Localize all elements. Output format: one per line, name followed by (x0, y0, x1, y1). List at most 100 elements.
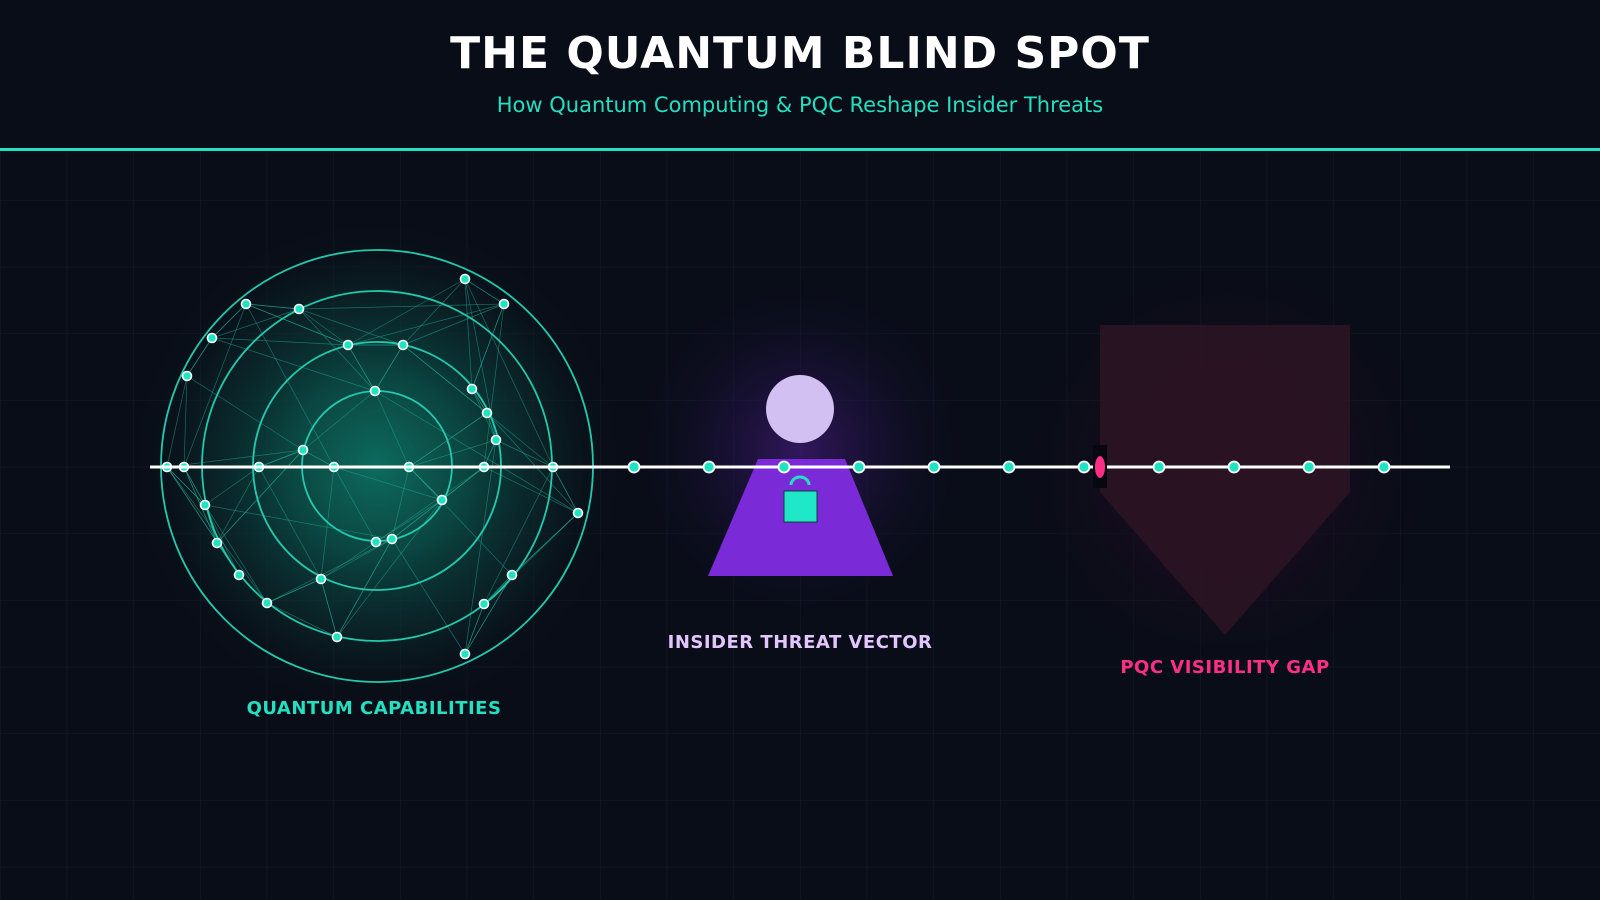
quantum-node (240, 298, 252, 310)
quantum-link (266, 538, 393, 604)
quantum-link (333, 466, 443, 501)
quantum-link (298, 308, 349, 346)
timeline-node (1152, 460, 1166, 474)
quantum-link (464, 603, 485, 655)
quantum-node (386, 533, 398, 545)
quantum-link (320, 541, 377, 580)
quantum-node (459, 273, 471, 285)
person-icon (708, 375, 893, 576)
page-title: THE QUANTUM BLIND SPOT (450, 28, 1150, 79)
quantum-link (402, 278, 466, 346)
quantum-node (466, 383, 478, 395)
quantum-link (302, 449, 335, 468)
quantum-link (402, 344, 554, 468)
timeline-node (1227, 460, 1241, 474)
quantum-link (408, 439, 497, 468)
quantum-node (436, 494, 448, 506)
quantum-node (490, 434, 502, 446)
quantum-link (471, 303, 505, 390)
quantum-link (258, 466, 322, 580)
quantum-link (186, 337, 213, 377)
timeline-node (627, 460, 641, 474)
quantum-link (483, 466, 554, 605)
quantum-node (293, 303, 305, 315)
quantum-link (486, 412, 579, 514)
timeline-node (927, 460, 941, 474)
insider-head (766, 375, 834, 443)
quantum-node (342, 339, 354, 351)
quantum-node (206, 332, 218, 344)
quantum-link (552, 466, 579, 514)
quantum-link (186, 375, 304, 451)
quantum-link (320, 538, 393, 580)
quantum-link (166, 449, 304, 468)
timeline-node (852, 460, 866, 474)
quantum-link (204, 504, 393, 540)
quantum-link (204, 466, 260, 506)
visibility-gap-icon (1093, 445, 1107, 488)
quantum-node (572, 507, 584, 519)
quantum-node (233, 569, 245, 581)
timeline-nodes-overlay (702, 460, 866, 474)
quantum-link (347, 303, 505, 346)
quantum-link (302, 390, 376, 451)
quantum-node (369, 385, 381, 397)
pqc-gap-label: PQC VISIBILITY GAP (1120, 657, 1330, 678)
timeline-node (1002, 460, 1016, 474)
quantum-link (336, 499, 443, 638)
quantum-link (266, 602, 338, 638)
quantum-link (336, 538, 393, 638)
quantum-link (464, 574, 513, 655)
insider-threat-label: INSIDER THREAT VECTOR (667, 632, 933, 653)
quantum-link (374, 390, 410, 468)
timeline-nodes (627, 460, 1391, 474)
quantum-node (261, 597, 273, 609)
quantum-link (441, 466, 485, 501)
quantum-node (297, 444, 309, 456)
quantum-link (375, 499, 443, 543)
quantum-link (347, 344, 376, 392)
quantum-link (166, 466, 206, 506)
quantum-link (298, 308, 404, 346)
quantum-node (370, 536, 382, 548)
quantum-link (211, 337, 349, 346)
quantum-link (347, 278, 466, 346)
quantum-node (315, 573, 327, 585)
quantum-link (245, 303, 335, 468)
padlock-icon (783, 475, 818, 523)
quantum-capabilities-label: QUANTUM CAPABILITIES (246, 698, 502, 719)
quantum-link (464, 439, 497, 655)
quantum-link (183, 466, 206, 506)
quantum-node (478, 598, 490, 610)
quantum-node (331, 631, 343, 643)
quantum-node (199, 499, 211, 511)
quantum-link (211, 337, 376, 392)
quantum-link (375, 466, 485, 543)
quantum-link (216, 466, 260, 544)
quantum-link (391, 538, 466, 655)
quantum-link (374, 390, 579, 514)
quantum-link (211, 303, 247, 339)
quantum-node (459, 648, 471, 660)
quantum-link (402, 303, 505, 346)
quantum-network-nodes (161, 273, 584, 660)
quantum-link (320, 578, 338, 638)
quantum-link (166, 375, 188, 468)
header-divider (0, 148, 1600, 151)
quantum-node (181, 370, 193, 382)
quantum-link (245, 303, 349, 346)
insider-glow (625, 275, 975, 625)
shield-icon (1100, 325, 1350, 635)
header: THE QUANTUM BLIND SPOT How Quantum Compu… (0, 0, 1600, 150)
timeline-node (777, 460, 791, 474)
quantum-link (333, 466, 377, 543)
quantum-node (481, 407, 493, 419)
quantum-link (464, 278, 505, 305)
timeline-node (702, 460, 716, 474)
quantum-link (483, 466, 579, 514)
timeline-node (1077, 460, 1091, 474)
quantum-link (298, 308, 376, 392)
quantum-link (391, 466, 410, 540)
